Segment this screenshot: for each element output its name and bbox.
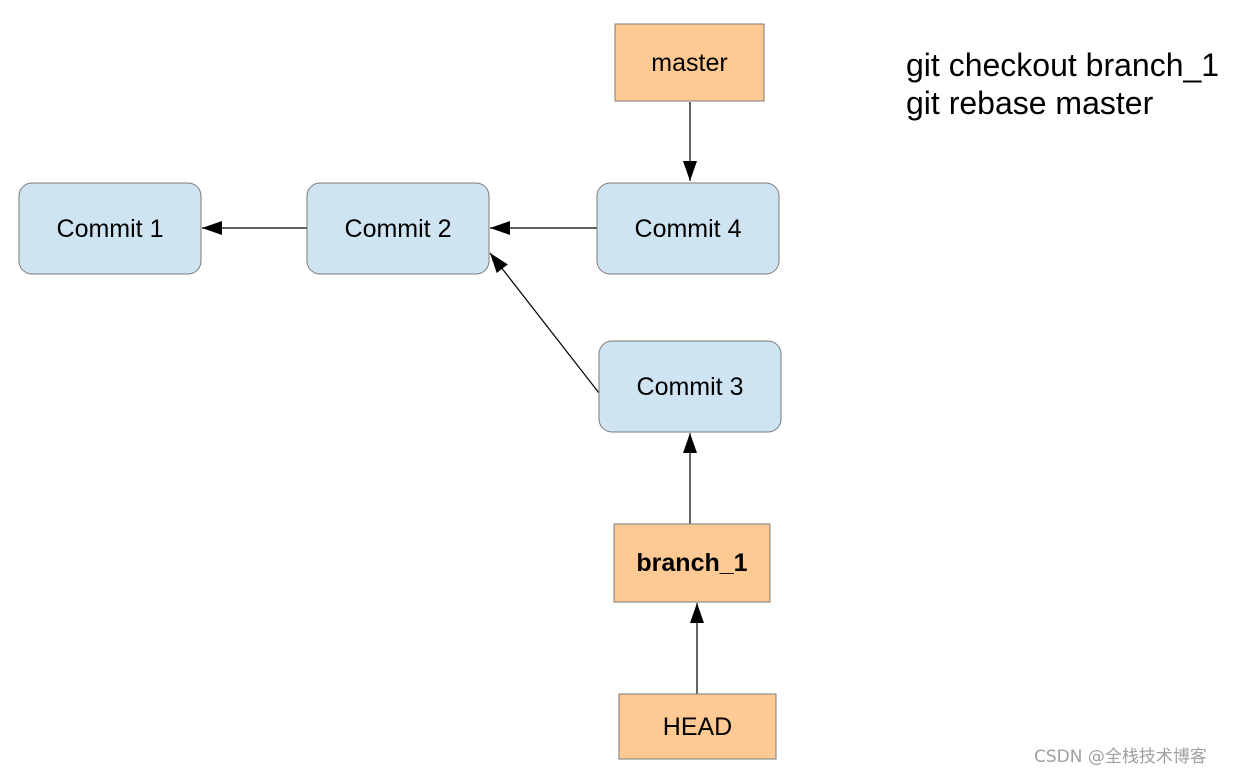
commit-3-node: Commit 3 <box>598 340 782 433</box>
ref-branch-1: branch_1 <box>613 523 771 603</box>
command-line-rebase: git rebase master <box>906 85 1154 121</box>
command-line-checkout: git checkout branch_1 <box>906 47 1220 83</box>
watermark: CSDN @全栈技术博客 <box>1034 747 1207 767</box>
commit-1-label: Commit 1 <box>57 215 164 243</box>
commit-2-node: Commit 2 <box>306 182 490 275</box>
commit-4-label: Commit 4 <box>635 215 742 243</box>
arrow-commit3-to-commit2 <box>489 252 600 394</box>
ref-head-label: HEAD <box>663 713 732 741</box>
ref-head: HEAD <box>618 693 777 760</box>
commit-3-label: Commit 3 <box>637 373 744 401</box>
commit-4-node: Commit 4 <box>596 182 780 275</box>
ref-master: master <box>614 23 765 102</box>
ref-branch-1-label: branch_1 <box>636 549 747 577</box>
commit-2-label: Commit 2 <box>345 215 452 243</box>
commit-1-node: Commit 1 <box>18 182 202 275</box>
ref-master-label: master <box>651 49 727 77</box>
